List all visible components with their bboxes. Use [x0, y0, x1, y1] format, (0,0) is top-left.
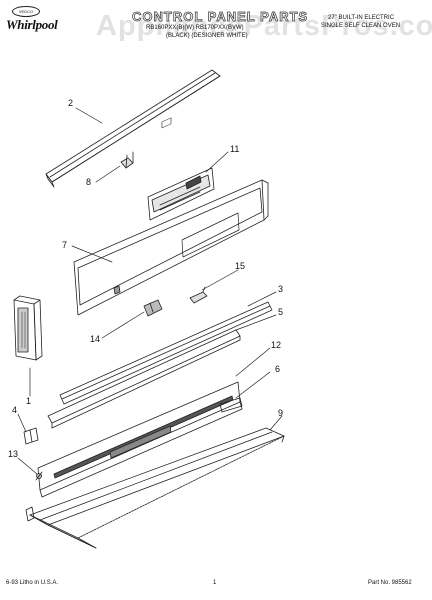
part-1-side-bracket [13, 295, 43, 361]
page-title: CONTROL PANEL PARTS [132, 9, 309, 25]
callout-7: 7 [62, 240, 68, 250]
brand-name: Whirlpool [6, 17, 58, 32]
callout-13: 13 [8, 449, 19, 459]
part-5-bar [47, 329, 241, 429]
callout-6: 6 [275, 364, 281, 374]
whirlpool-logo: VEDCO Whirlpool [6, 6, 58, 34]
print-date-note: 6-93 Litho in U.S.A. [6, 580, 59, 586]
product-line-2: SINGLE SELF CLEAN OVEN [321, 23, 401, 29]
part-9-bottom-tray [25, 427, 285, 549]
part-number: Part No. 985562 [368, 580, 412, 586]
callout-4: 4 [12, 405, 18, 415]
callout-3: 3 [278, 284, 284, 294]
color-options: (BLACK) (DESIGNER WHITE) [166, 33, 248, 39]
part-4-bracket [23, 427, 39, 445]
leader-lines [17, 107, 283, 475]
part-14-switch [143, 299, 163, 317]
part-3-lower-trim [59, 301, 273, 405]
part-7-control-panel [73, 179, 269, 316]
part-6-bracket [219, 397, 243, 413]
callout-1: 1 [26, 396, 32, 406]
brand-seal: VEDCO [12, 6, 40, 17]
part-2-top-trim [45, 69, 221, 188]
page-number: 1 [213, 580, 217, 586]
callout-15: 15 [235, 261, 246, 271]
callout-2: 2 [68, 98, 74, 108]
callout-12: 12 [271, 340, 282, 350]
part-11-display-board [147, 117, 215, 221]
callout-5: 5 [278, 307, 284, 317]
callout-14: 14 [90, 334, 101, 344]
product-line-1: 27" BUILT-IN ELECTRIC [328, 15, 395, 21]
callout-8: 8 [86, 177, 92, 187]
part-12-control-board [37, 381, 243, 498]
part-15-bracket [189, 286, 208, 304]
part-13-screw [35, 471, 43, 481]
model-numbers: RB160PXX(B)(W) RB170PXX(B)(W) [146, 25, 244, 31]
watermark: AppliancePartsPros.com [96, 10, 432, 42]
callout-11: 11 [230, 144, 240, 154]
callout-9: 9 [278, 408, 284, 418]
part-8-clip [120, 151, 134, 169]
